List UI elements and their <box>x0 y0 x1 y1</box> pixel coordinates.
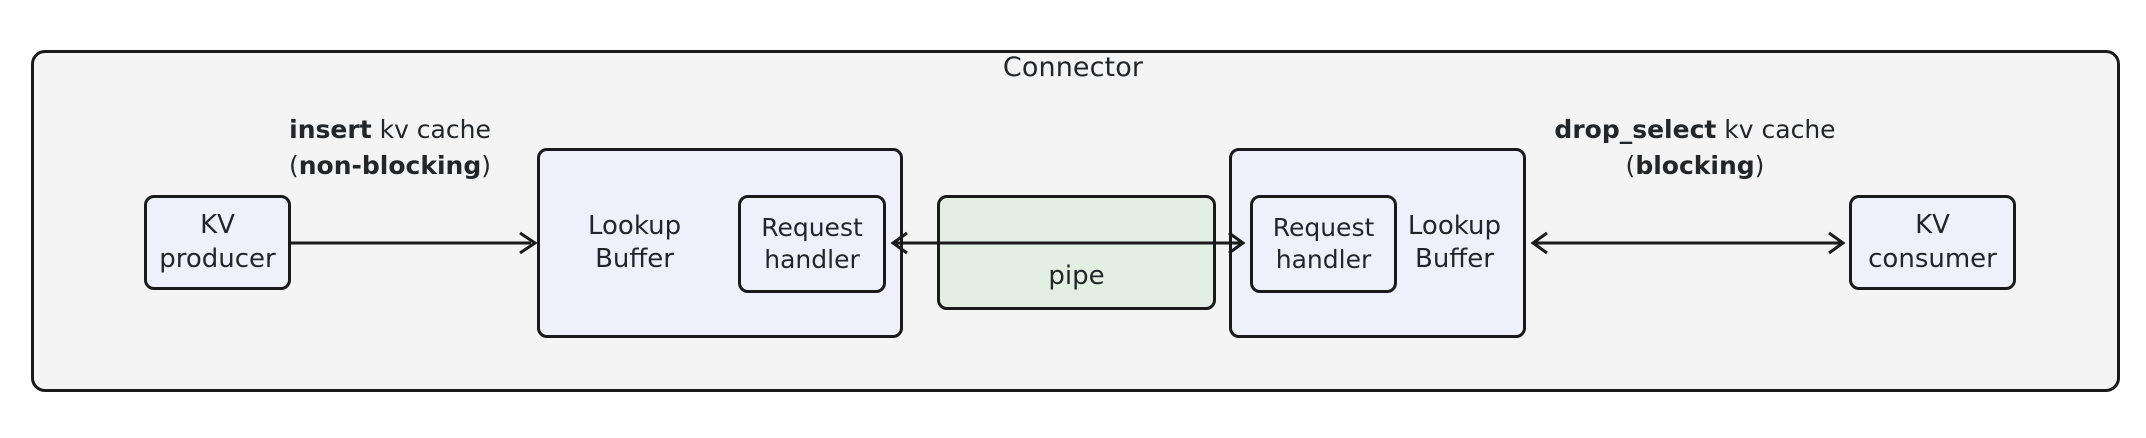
insert-edge-label: insert kv cache (non-blocking) <box>230 112 550 185</box>
arrow-insert <box>291 231 538 255</box>
drop-select-edge-label-line2: (blocking) <box>1515 148 1875 184</box>
kv-producer-node[interactable]: KV producer <box>144 195 291 290</box>
request-handler-right-line1: Request <box>1272 213 1375 242</box>
arrow-pipe-bidirectional <box>890 231 1246 255</box>
insert-open-paren: ( <box>288 151 299 181</box>
insert-suffix: kv cache <box>371 115 491 144</box>
blocking-keyword: blocking <box>1635 151 1755 181</box>
drop-select-open-paren: ( <box>1625 151 1636 181</box>
lookup-buffer-left-line1: Lookup <box>588 210 682 241</box>
insert-keyword: insert <box>289 115 372 144</box>
kv-consumer-line1: KV <box>1915 210 1950 241</box>
kv-producer-line1: KV <box>200 210 235 241</box>
drop-select-close-paren: ) <box>1754 151 1765 181</box>
drop-select-suffix: kv cache <box>1716 115 1836 144</box>
lookup-buffer-right-line2: Buffer <box>1414 244 1494 274</box>
lookup-buffer-right-label: Lookup Buffer <box>1408 210 1501 277</box>
kv-consumer-line2: consumer <box>1868 243 1997 274</box>
drop-select-keyword: drop_select <box>1554 115 1717 144</box>
non-blocking-keyword: non-blocking <box>298 151 482 181</box>
kv-consumer-label: KV consumer <box>1868 209 1997 276</box>
lookup-buffer-right-line1: Lookup <box>1407 210 1501 241</box>
insert-edge-label-line1: insert kv cache <box>230 112 550 148</box>
request-handler-right-line2: handler <box>1275 245 1372 274</box>
lookup-buffer-left-label: Lookup Buffer <box>588 210 681 277</box>
insert-close-paren: ) <box>481 151 492 181</box>
kv-consumer-node[interactable]: KV consumer <box>1849 195 2016 290</box>
pipe-node[interactable]: pipe <box>937 195 1216 310</box>
drop-select-edge-label-line1: drop_select kv cache <box>1515 112 1875 148</box>
drop-select-edge-label: drop_select kv cache (blocking) <box>1515 112 1875 185</box>
request-handler-left-line1: Request <box>761 213 863 242</box>
kv-producer-line2: producer <box>159 243 276 274</box>
request-handler-right-node[interactable]: Request handler <box>1250 195 1397 293</box>
request-handler-left-line2: handler <box>764 245 860 274</box>
lookup-buffer-left-line2: Buffer <box>595 244 674 274</box>
pipe-label: pipe <box>1048 260 1105 291</box>
request-handler-left-label: Request handler <box>761 212 863 276</box>
lookup-buffer-left-node[interactable]: Lookup Buffer <box>537 148 903 338</box>
arrow-drop-select-bidirectional <box>1530 231 1846 255</box>
insert-edge-label-line2: (non-blocking) <box>230 148 550 184</box>
request-handler-right-label: Request handler <box>1273 212 1375 276</box>
connector-title: Connector <box>1002 52 1144 83</box>
request-handler-left-node[interactable]: Request handler <box>738 195 886 293</box>
kv-producer-label: KV producer <box>159 209 276 276</box>
